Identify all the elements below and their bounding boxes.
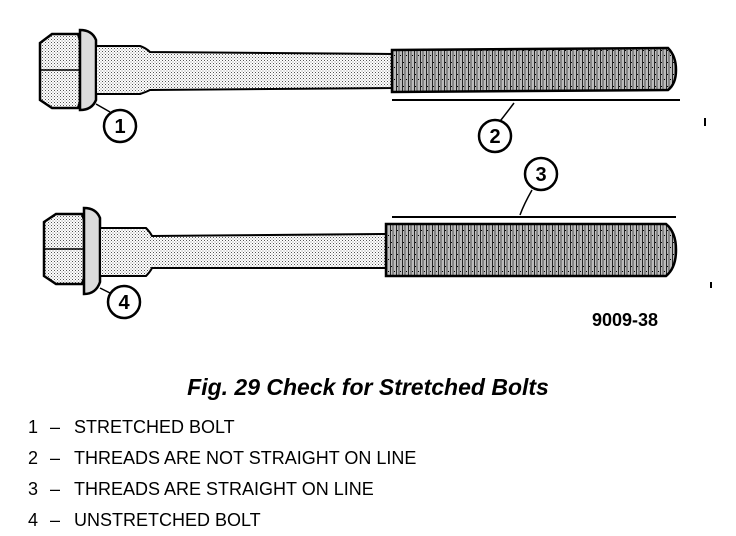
callout-1-label: 1 xyxy=(114,116,125,138)
legend-number: 1 xyxy=(28,417,39,437)
figure-caption: Fig. 29 Check for Stretched Bolts xyxy=(187,374,549,400)
bolt-diagram: 1 2 3 4 xyxy=(38,28,712,320)
legend-dash: – xyxy=(50,417,61,437)
edge-speck xyxy=(704,118,706,126)
legend-text: STRETCHED BOLT xyxy=(74,417,235,437)
callout-4: 4 xyxy=(99,284,142,320)
callout-3: 3 xyxy=(519,156,559,216)
unstretched-bolt xyxy=(42,206,678,296)
legend-item: 1–STRETCHED BOLT xyxy=(28,412,416,443)
callout-4-label: 4 xyxy=(118,292,130,314)
legend-text: THREADS ARE STRAIGHT ON LINE xyxy=(74,479,374,499)
legend-dash: – xyxy=(50,510,61,530)
legend-number: 3 xyxy=(28,479,39,499)
legend-item: 2–THREADS ARE NOT STRAIGHT ON LINE xyxy=(28,443,416,474)
legend-item: 3–THREADS ARE STRAIGHT ON LINE xyxy=(28,474,416,505)
edge-speck xyxy=(710,282,712,288)
legend-dash: – xyxy=(50,448,61,468)
callout-2: 2 xyxy=(477,102,515,154)
legend-number: 2 xyxy=(28,448,39,468)
legend-dash: – xyxy=(50,479,61,499)
legend-number: 4 xyxy=(28,510,39,530)
legend-text: UNSTRETCHED BOLT xyxy=(74,510,261,530)
callout-2-label: 2 xyxy=(489,126,500,148)
figure-id: 9009-38 xyxy=(592,310,659,330)
callout-3-label: 3 xyxy=(535,164,546,186)
legend-item: 4–UNSTRETCHED BOLT xyxy=(28,505,416,536)
callout-1: 1 xyxy=(95,103,138,144)
legend-text: THREADS ARE NOT STRAIGHT ON LINE xyxy=(74,448,417,468)
stretched-bolt xyxy=(38,28,680,112)
legend-list: 1–STRETCHED BOLT 2–THREADS ARE NOT STRAI… xyxy=(28,412,416,536)
